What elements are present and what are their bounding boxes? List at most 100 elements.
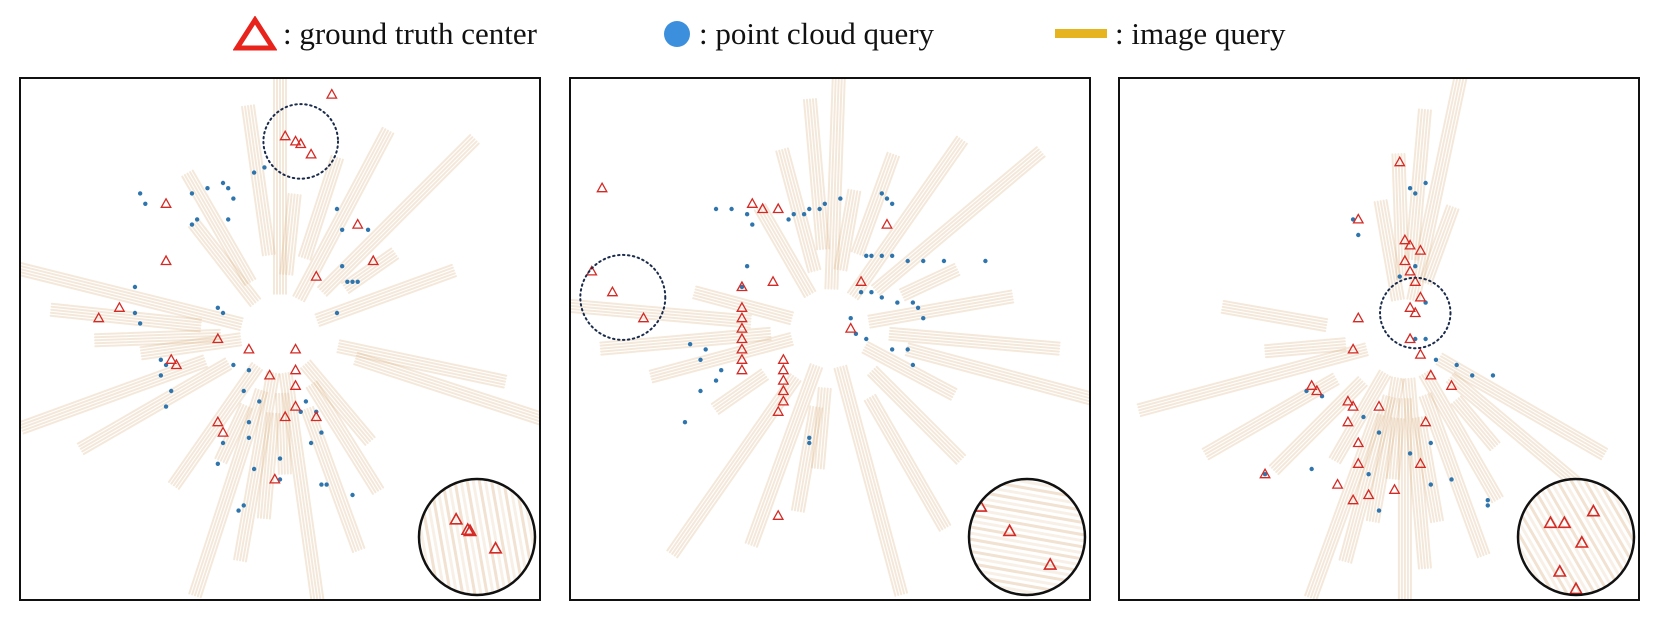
image-query-ray — [744, 363, 812, 544]
point-cloud-query — [879, 253, 884, 258]
image-query-ray — [78, 360, 228, 448]
image-query-ray — [49, 314, 201, 333]
image-query-ray — [49, 311, 202, 330]
image-query-ray — [1459, 395, 1501, 444]
image-query-ray — [1429, 369, 1504, 498]
point-cloud-query — [739, 284, 745, 290]
point-cloud-query — [132, 284, 138, 290]
image-query-ray — [710, 368, 763, 405]
image-query-ray — [170, 363, 256, 485]
scatter-plot-3 — [1136, 79, 1636, 599]
inset-image-query-ray — [1518, 493, 1571, 595]
point-cloud-query — [1407, 186, 1413, 191]
image-query-ray — [140, 338, 242, 355]
image-query-ray — [279, 192, 290, 275]
image-query-ray — [140, 341, 242, 358]
ground-truth-center — [736, 280, 748, 292]
ground-truth-center — [1342, 395, 1354, 406]
image-query-ray — [241, 105, 264, 257]
image-query-ray — [845, 190, 862, 272]
image-query-ray — [1440, 355, 1607, 453]
ground-truth-center — [772, 202, 785, 214]
ground-truth-center — [772, 509, 785, 520]
ground-truth-center — [736, 343, 748, 354]
point-cloud-query — [750, 222, 755, 227]
image-query-ray — [1350, 397, 1397, 564]
image-query-ray — [1201, 372, 1334, 450]
ground-truth-center — [756, 202, 769, 214]
legend: : ground truth center : point cloud quer… — [0, 0, 1661, 76]
image-query-ray — [875, 365, 967, 457]
inset-ground-truth-center — [488, 540, 503, 554]
image-query-ray — [325, 142, 480, 297]
point-cloud-query — [921, 258, 926, 264]
point-cloud-query — [1433, 357, 1439, 362]
image-query-ray — [600, 335, 772, 353]
image-query-ray — [1410, 377, 1429, 569]
image-query-ray — [186, 172, 251, 283]
image-query-ray — [810, 386, 820, 469]
ground-truth-center — [243, 343, 255, 354]
inset-image-query-ray — [969, 521, 1085, 553]
image-query-ray — [861, 351, 952, 401]
image-query-ray — [853, 152, 892, 254]
point-cloud-query — [879, 295, 884, 300]
point-cloud-query — [915, 305, 921, 310]
point-cloud-query — [744, 264, 750, 269]
inset-image-query-ray — [969, 527, 1085, 559]
point-cloud-query — [365, 227, 371, 232]
ground-truth-center — [777, 363, 790, 375]
image-query-ray — [651, 340, 794, 381]
ground-truth-center — [92, 311, 105, 323]
image-query-ray — [1220, 311, 1327, 333]
ground-truth-center — [844, 322, 857, 333]
inset-image-query-ray — [1534, 479, 1618, 595]
point-cloud-query — [303, 399, 309, 404]
image-query-ray — [338, 342, 507, 380]
point-cloud-query — [889, 347, 895, 352]
point-cloud-query — [703, 347, 708, 352]
image-query-ray — [1373, 201, 1394, 302]
image-query-ray — [1430, 392, 1491, 555]
image-query-ray — [1403, 152, 1410, 280]
image-query-ray — [303, 156, 339, 259]
image-query-ray — [1411, 417, 1433, 524]
image-query-ray — [1309, 413, 1379, 599]
image-query-ray — [341, 247, 393, 284]
point-cloud-query — [698, 388, 703, 394]
inset-image-query-ray — [1571, 479, 1634, 587]
image-query-ray — [802, 98, 819, 251]
image-query-ray — [21, 268, 243, 326]
image-query-ray — [811, 98, 828, 250]
ground-truth-center — [777, 374, 790, 385]
image-query-ray — [315, 266, 454, 319]
ground-truth-center — [170, 358, 183, 370]
image-query-ray — [889, 326, 1061, 344]
point-cloud-query — [1490, 373, 1496, 378]
ground-truth-center — [736, 353, 748, 364]
image-query-ray — [1437, 360, 1604, 458]
image-query-ray — [871, 146, 1038, 287]
image-query-ray — [353, 363, 539, 426]
image-query-ray — [790, 405, 812, 511]
ground-truth-center — [211, 415, 224, 427]
image-query-ray — [309, 359, 376, 439]
image-query-ray — [1406, 79, 1456, 300]
point-cloud-query — [807, 440, 812, 446]
image-query-ray — [889, 329, 1061, 347]
image-query-ray — [599, 332, 772, 350]
zoom-region-circle — [1379, 276, 1452, 350]
image-query-ray — [281, 392, 286, 475]
image-query-ray — [249, 104, 273, 256]
image-query-ray — [1423, 372, 1499, 501]
inset-image-query-ray — [455, 479, 487, 595]
point-cloud-query — [848, 316, 853, 321]
point-cloud-query — [246, 368, 252, 373]
image-query-ray — [94, 340, 222, 348]
image-query-ray — [856, 142, 968, 301]
ground-truth-center — [310, 410, 323, 422]
image-query-ray — [1455, 399, 1496, 448]
image-query-ray — [1139, 354, 1369, 417]
image-query-ray — [1457, 397, 1499, 446]
image-query-ray — [1270, 378, 1362, 469]
